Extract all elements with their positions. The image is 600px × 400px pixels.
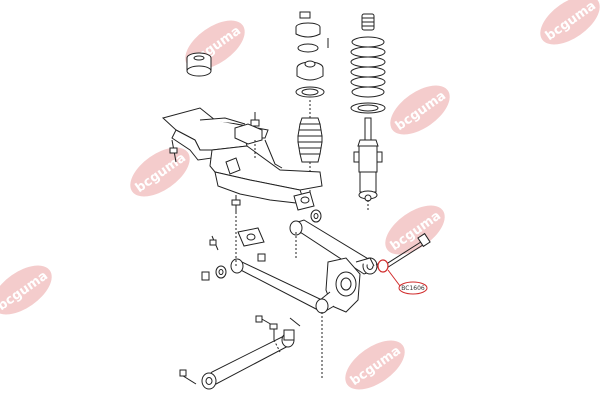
watermark-seal: bcguma [345, 340, 405, 390]
part-callout: BC1606 [387, 269, 428, 295]
watermark-seal: bcguma [540, 0, 600, 45]
spring-seat [350, 102, 386, 114]
top-mount-bushing [186, 52, 212, 77]
lower-lateral-arm [230, 258, 329, 314]
bolt [269, 323, 278, 340]
dust-boot [297, 100, 323, 198]
callout-leader-line [387, 269, 401, 287]
coil-spring [350, 36, 386, 98]
bolt [169, 139, 178, 163]
watermark-seal: bcguma [385, 205, 445, 255]
bump-stop [361, 13, 375, 31]
bolt [289, 317, 301, 327]
watermark-seal: bcguma [390, 85, 450, 135]
bolt [209, 235, 219, 251]
bottom-lateral-arm [201, 329, 295, 390]
highlighted-bushing [377, 259, 389, 273]
callout-bubble [398, 281, 428, 295]
shock-absorber [353, 117, 383, 212]
strut-top-assembly [295, 11, 329, 98]
bushing [310, 209, 322, 223]
part-number-label: BC1606 [401, 285, 425, 292]
bushing [215, 265, 227, 279]
bolt [231, 195, 241, 212]
parts-drawing [161, 11, 431, 390]
nut [257, 253, 266, 262]
watermark-seal: bcguma [0, 265, 52, 315]
subframe [161, 107, 323, 211]
bracket-plate [237, 227, 265, 247]
assembly-guide-lines [235, 140, 323, 380]
nut [201, 271, 210, 281]
bolt [179, 369, 197, 385]
